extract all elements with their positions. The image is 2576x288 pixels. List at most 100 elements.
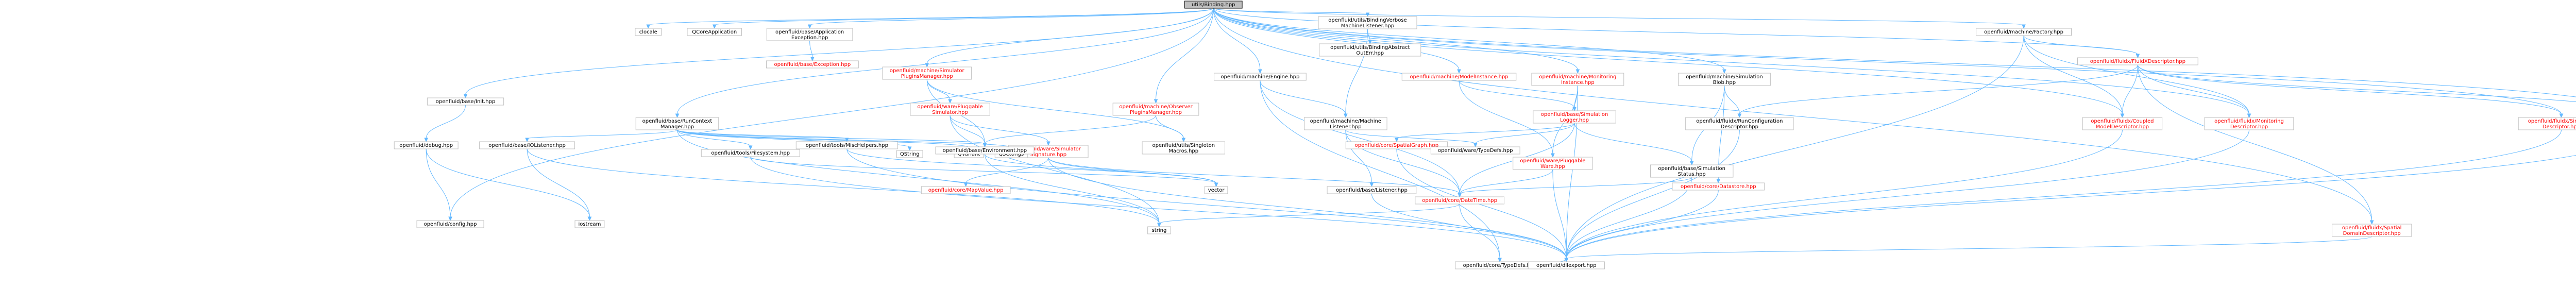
edge-appexc-to-frameexc — [809, 40, 813, 58]
arrowhead-runctx-to-iolistener — [525, 138, 529, 143]
node-iostream[interactable]: iostream — [574, 220, 605, 228]
arrowhead-root-to-fluidxdesc — [2136, 54, 2140, 59]
node-modelinst[interactable]: openfluid/machine/ModelInstance.hpp — [1401, 73, 1517, 81]
edge-listener-to-dllexport — [1371, 193, 1567, 259]
node-vector[interactable]: vector — [1204, 186, 1228, 194]
node-box-datastore — [1672, 182, 1765, 191]
arrowhead-initfile-to-debug — [424, 138, 428, 143]
node-label-iostream-0: iostream — [578, 222, 601, 227]
node-label-simdesc-0: openfluid/fluidx/Simulator — [2528, 118, 2576, 124]
node-iolistener[interactable]: openfluid/base/IOListener.hpp — [479, 141, 575, 149]
node-spatialgraph[interactable]: openfluid/core/SpatialGraph.hpp — [1345, 141, 1448, 149]
node-box-initfile — [427, 97, 504, 106]
edge-root-to-mondesc — [1213, 8, 2249, 115]
node-label-dllexport-0: openfluid/dllexport.hpp — [1536, 263, 1597, 268]
arrowhead-root-to-initfile — [463, 94, 468, 99]
node-box-binding_ao — [1319, 43, 1421, 57]
node-label-iolistener-0: openfluid/base/IOListener.hpp — [488, 143, 566, 148]
node-label-coupledmodel-0: openfluid/fluidx/Coupled — [2091, 118, 2154, 124]
node-misc[interactable]: openfluid/tools/MiscHelpers.hpp — [795, 141, 898, 149]
node-config[interactable]: openfluid/config.hpp — [416, 220, 484, 228]
node-label-spatialdomain-0: openfluid/fluidx/Spatial — [2342, 225, 2402, 231]
node-string[interactable]: string — [1147, 226, 1171, 234]
node-initfile[interactable]: openfluid/base/Init.hpp — [427, 97, 504, 106]
node-box-spatialgraph — [1345, 141, 1448, 149]
node-box-typedefs_ware — [1430, 146, 1520, 155]
node-label-singleton-0: openfluid/utils/Singleton — [1152, 143, 1215, 148]
arrowhead-root-to-appexc — [807, 24, 812, 29]
node-qcoreapp[interactable]: QCoreApplication — [687, 28, 742, 36]
node-box-qstring — [896, 150, 923, 158]
node-debug[interactable]: openfluid/debug.hpp — [394, 141, 459, 149]
node-label-datastore-0: openfluid/core/Datastore.hpp — [1681, 184, 1756, 190]
edge-root-to-binding_vml — [1213, 8, 1368, 14]
node-coupledmodel[interactable]: openfluid/fluidx/CoupledModelDescriptor.… — [2082, 117, 2163, 130]
node-binding_vml[interactable]: openfluid/utils/BindingVerboseMachineLis… — [1318, 16, 1417, 29]
arrowhead-root-to-simdesc — [2559, 113, 2564, 118]
arrowhead-root-to-mondesc — [2247, 113, 2251, 118]
arrowhead-iolistener-to-iostream — [587, 216, 592, 222]
node-label-simblob-1: Blob.hpp — [1713, 80, 1736, 86]
node-env[interactable]: openfluid/base/Environment.hpp — [935, 146, 1035, 155]
node-obsplugmgr[interactable]: openfluid/machine/ObserverPluginsManager… — [1112, 103, 1199, 116]
arrowhead-machlistener-to-listener — [1369, 182, 1374, 188]
node-mondesc[interactable]: openfluid/fluidx/MonitoringDescriptor.hp… — [2204, 117, 2294, 130]
node-label-mondesc-0: openfluid/fluidx/Monitoring — [2214, 118, 2284, 124]
edge-root-to-config — [450, 8, 1214, 218]
arrowhead-simlogger-to-typedefs_ware — [1473, 143, 1478, 148]
arrowhead-root-to-runctx — [675, 113, 680, 118]
node-label-runconfdesc-0: openfluid/fluidx/RunConfiguration — [1696, 118, 1783, 124]
node-runconfdesc[interactable]: openfluid/fluidx/RunConfigurationDescrip… — [1685, 117, 1794, 130]
node-box-config — [416, 220, 484, 228]
node-dllexport[interactable]: openfluid/dllexport.hpp — [1528, 261, 1605, 269]
arrowhead-runctx-to-qstring — [907, 146, 912, 151]
node-machlistener[interactable]: openfluid/machine/MachineListener.hpp — [1304, 117, 1387, 130]
edge-wareplug-to-env — [950, 115, 985, 144]
node-cloviate[interactable]: clocale — [635, 28, 662, 36]
node-engine[interactable]: openfluid/machine/Engine.hpp — [1213, 73, 1307, 81]
node-filesystem[interactable]: openfluid/tools/Filesystem.hpp — [701, 149, 800, 157]
node-label-binding_ao-1: OutErr.hpp — [1356, 50, 1384, 56]
node-typedefs_ware[interactable]: openfluid/ware/TypeDefs.hpp — [1430, 146, 1520, 155]
node-factory[interactable]: openfluid/machine/Factory.hpp — [1976, 28, 2072, 36]
edge-factory-to-fluidxdesc — [2023, 35, 2138, 55]
edge-datetime-to-typedefs_core — [1459, 204, 1500, 259]
arrowhead-datetime-to-typedefs_core — [1498, 258, 1502, 263]
node-label-cloviate-0: clocale — [639, 29, 657, 35]
edge-root-to-moninst — [1213, 8, 1578, 71]
edge-engine-to-typedefs_core — [1260, 80, 1500, 259]
node-label-binding_ao-0: openfluid/utils/BindingAbstract — [1330, 45, 1410, 50]
edge-simlogger-to-spatialgraph — [1396, 123, 1575, 139]
arrowhead-obsplugmgr-to-env — [982, 143, 987, 148]
node-box-simplugmgr — [882, 66, 972, 80]
node-label-appexc-0: openfluid/base/Application — [775, 29, 844, 35]
edge-modelinst-to-simlogger — [1459, 80, 1575, 108]
node-label-simdesc-1: Descriptor.hpp — [2543, 124, 2576, 130]
node-simplugmgr[interactable]: openfluid/machine/SimulatorPluginsManage… — [882, 66, 972, 80]
node-label-simsig-0: openfluid/ware/Simulator — [1016, 146, 1081, 152]
node-datetime[interactable]: openfluid/core/DateTime.hpp — [1415, 196, 1504, 205]
node-frameexc[interactable]: openfluid/base/Exception.hpp — [766, 60, 859, 69]
arrowhead-simplugmgr-to-wareplug — [948, 99, 952, 104]
node-label-runctx-1: Manager.hpp — [660, 124, 694, 130]
node-mapvalue[interactable]: openfluid/core/MapValue.hpp — [921, 186, 1011, 194]
node-qstring[interactable]: QString — [896, 150, 923, 158]
node-spatialdomain[interactable]: openfluid/fluidx/SpatialDomainDescriptor… — [2331, 224, 2412, 237]
node-datastore[interactable]: openfluid/core/Datastore.hpp — [1672, 182, 1765, 191]
edge-machlistener-to-datetime — [1345, 129, 1460, 194]
node-fluidxdesc[interactable]: openfluid/fluidx/FluidXDescriptor.hpp — [2077, 57, 2198, 65]
node-listener[interactable]: openfluid/base/Listener.hpp — [1327, 186, 1417, 194]
node-binding_ao[interactable]: openfluid/utils/BindingAbstractOutErr.hp… — [1319, 43, 1421, 57]
node-label-factory-0: openfluid/machine/Factory.hpp — [1984, 29, 2063, 35]
node-simdesc[interactable]: openfluid/fluidx/SimulatorDescriptor.hpp — [2518, 117, 2576, 130]
